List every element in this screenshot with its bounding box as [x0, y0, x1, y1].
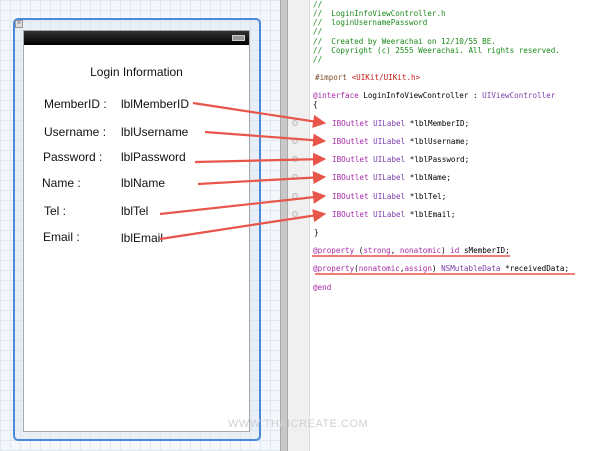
- code-punct: (: [354, 246, 364, 255]
- property-name: sMemberID;: [459, 246, 510, 255]
- status-bar: [24, 31, 249, 45]
- import-keyword: #import: [315, 73, 348, 82]
- view-controller-view[interactable]: Login Information MemberID : lblMemberID…: [23, 30, 250, 432]
- property-smemberid: @property (strong, nonatomic) id sMember…: [313, 246, 510, 255]
- outlet-type: UILabel: [373, 192, 406, 201]
- property-attr: strong: [363, 246, 391, 255]
- code-comment: // LoginInfoViewController.h: [313, 9, 446, 18]
- iboutlet-keyword: IBOutlet: [332, 137, 369, 146]
- lbl-username[interactable]: lblUsername: [121, 125, 189, 139]
- outlet-connection-icon[interactable]: [292, 138, 298, 144]
- property-attr: assign: [404, 264, 432, 273]
- end-keyword: @end: [313, 283, 332, 292]
- outlet-line: IBOutlet UILabel *lblName;: [332, 173, 451, 182]
- outlet-type: UILabel: [373, 173, 406, 182]
- watermark: WWW.THAICREATE.COM: [228, 418, 369, 430]
- code-comment: //: [313, 55, 323, 64]
- code-comment: // Created by Weerachai on 12/10/55 BE.: [313, 37, 496, 46]
- outlet-connection-icon[interactable]: [292, 193, 298, 199]
- property-keyword: @property: [313, 264, 355, 273]
- outlet-line: IBOutlet UILabel *lblPassword;: [332, 155, 469, 164]
- outlet-name: *lblPassword;: [409, 155, 470, 164]
- outlet-name: *lblUsername;: [409, 137, 470, 146]
- lbl-password[interactable]: lblPassword: [121, 150, 186, 164]
- lbl-memberid[interactable]: lblMemberID: [121, 97, 190, 111]
- iboutlet-keyword: IBOutlet: [332, 192, 369, 201]
- code-punct: ,: [390, 246, 400, 255]
- password-caption[interactable]: Password :: [43, 150, 103, 164]
- username-caption[interactable]: Username :: [44, 125, 107, 139]
- close-icon[interactable]: ×: [15, 20, 23, 28]
- iboutlet-keyword: IBOutlet: [332, 119, 369, 128]
- property-attr: nonatomic: [399, 246, 442, 255]
- outlet-line: IBOutlet UILabel *lblUsername;: [332, 137, 469, 146]
- outlet-connection-icon[interactable]: [292, 211, 298, 217]
- code-comment: //: [313, 27, 323, 36]
- superclass: UIViewController: [482, 91, 556, 100]
- import-line: #import <UIKit/UIKit.h>: [315, 73, 420, 82]
- property-keyword: @property: [313, 246, 355, 255]
- code-punct: ): [441, 246, 451, 255]
- iboutlet-keyword: IBOutlet: [332, 173, 369, 182]
- editor-gutter: [288, 0, 310, 451]
- property-attr: nonatomic: [358, 264, 400, 273]
- property-type: id: [450, 246, 460, 255]
- code-comment: // Copyright (c) 2555 Weerachai. All rig…: [313, 46, 560, 55]
- import-path: <UIKit/UIKit.h>: [351, 73, 421, 82]
- memberid-caption[interactable]: MemberID :: [44, 97, 107, 111]
- iboutlet-keyword: IBOutlet: [332, 155, 369, 164]
- outlet-connection-icon[interactable]: [292, 156, 298, 162]
- outlet-connection-icon[interactable]: [292, 174, 298, 180]
- outlet-connection-icon[interactable]: [292, 120, 298, 126]
- code-punct: (: [354, 264, 359, 273]
- battery-icon: [232, 35, 245, 41]
- outlet-type: UILabel: [373, 119, 406, 128]
- outlet-line: IBOutlet UILabel *lblMemberID;: [332, 119, 469, 128]
- outlet-name: *lblEmail;: [409, 210, 456, 219]
- code-punct: ,: [399, 264, 405, 273]
- tel-caption[interactable]: Tel :: [44, 204, 67, 218]
- interface-name: LoginInfoViewController :: [358, 91, 483, 100]
- lbl-tel[interactable]: lblTel: [121, 204, 149, 218]
- outlet-name: *lblName;: [409, 173, 451, 182]
- property-type: NSMutableData: [441, 264, 501, 273]
- property-name: *receivedData;: [500, 264, 570, 273]
- outlet-name: *lblMemberID;: [409, 119, 470, 128]
- login-title-label[interactable]: Login Information: [90, 65, 183, 79]
- outlet-line: IBOutlet UILabel *lblEmail;: [332, 210, 455, 219]
- interface-line: @interface LoginInfoViewController : UIV…: [313, 91, 555, 100]
- outlet-type: UILabel: [373, 210, 406, 219]
- name-caption[interactable]: Name :: [42, 176, 81, 190]
- outlet-type: UILabel: [373, 137, 406, 146]
- email-caption[interactable]: Email :: [43, 230, 80, 244]
- open-brace: {: [313, 100, 318, 109]
- outlet-type: UILabel: [373, 155, 406, 164]
- iboutlet-keyword: IBOutlet: [332, 210, 369, 219]
- outlet-name: *lblTel;: [409, 192, 447, 201]
- lbl-email[interactable]: lblEmail: [121, 231, 164, 245]
- lbl-name[interactable]: lblName: [121, 176, 166, 190]
- close-brace: }: [314, 228, 319, 237]
- outlet-line: IBOutlet UILabel *lblTel;: [332, 192, 446, 201]
- code-punct: ): [431, 264, 442, 273]
- interface-keyword: @interface: [313, 91, 359, 100]
- property-receiveddata: @property(nonatomic,assign) NSMutableDat…: [313, 264, 569, 273]
- split-divider[interactable]: [280, 0, 288, 451]
- code-comment: //: [313, 0, 323, 9]
- code-comment: // loginUsernamePassword: [313, 18, 428, 27]
